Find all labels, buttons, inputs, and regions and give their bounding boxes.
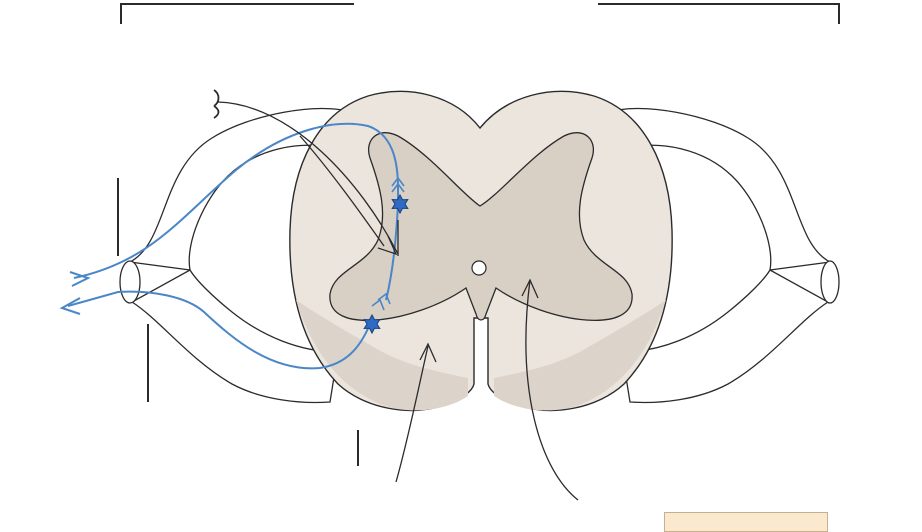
arrowhead-icon-in: [69, 271, 91, 287]
interneuron-pathway: [385, 203, 399, 301]
central-canal: [471, 260, 487, 276]
leader-arrowhead-icon-a: [377, 235, 398, 256]
leader-dorsal-horn: [217, 101, 399, 255]
leader-arrowhead-icon-b: [419, 342, 437, 363]
spinal-cord-lower-shade-right: [494, 300, 666, 411]
label-box: [664, 512, 828, 532]
grey-matter: [329, 132, 633, 322]
left-ventral-root: [130, 269, 339, 404]
left-spinal-nerve-end: [119, 260, 141, 304]
spinal-cord-lower-shade: [296, 300, 468, 411]
spinal-cord-diagram: [59, 3, 840, 501]
leader-white-matter: [525, 279, 579, 501]
right-ventral-root: [621, 269, 830, 404]
arrowhead-icon-out: [59, 297, 81, 315]
synapse-lower: [371, 292, 391, 311]
motor-pathway: [67, 290, 371, 370]
synapse-upper: [391, 176, 405, 193]
leader-dorsal-horn-branch: [299, 135, 385, 247]
diagram-stage: [59, 3, 840, 532]
neuron-star-icon-lower: [363, 313, 381, 335]
right-spinal-nerve-end: [820, 260, 840, 304]
bracket-top-right: [598, 3, 840, 24]
leader-ventral-horn: [395, 345, 429, 483]
leader-arrowhead-icon-c: [521, 278, 539, 299]
sensory-pathway: [73, 122, 399, 279]
neuron-star-icon-upper: [391, 193, 409, 215]
bracket-dorsal-horn: [213, 89, 220, 119]
bracket-top-left: [120, 3, 354, 24]
